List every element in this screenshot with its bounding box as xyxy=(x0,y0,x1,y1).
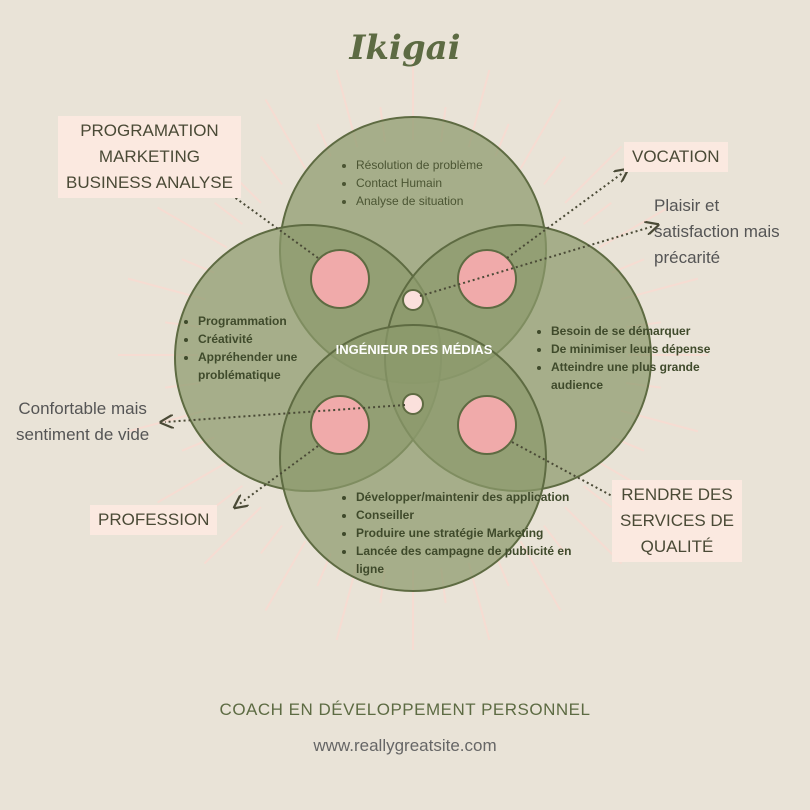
arrow-passion xyxy=(204,175,319,259)
sunburst-ray xyxy=(214,202,244,225)
sunburst-ray xyxy=(264,99,307,170)
sunburst-ray xyxy=(582,485,612,508)
list-right-circle: Besoin de se démarquer De minimiser leur… xyxy=(535,322,721,394)
intersection-dots xyxy=(310,249,517,455)
center-label: INGÉNIEUR DES MÉDIAS xyxy=(335,342,493,357)
list-top-circle: Résolution de problème Contact Humain An… xyxy=(340,156,526,210)
list-item: Produire une stratégie Marketing xyxy=(356,524,596,542)
tag-mission-line-3: QUALITÉ xyxy=(640,537,714,556)
tag-passion: PROGRAMATION MARKETING BUSINESS ANALYSE xyxy=(58,116,241,198)
dot-small-bottom xyxy=(402,393,424,415)
list-item: Programmation xyxy=(198,312,328,330)
dot-passion xyxy=(310,249,370,309)
note-profession-line-1: Confortable mais xyxy=(18,399,147,418)
list-left-circle: Programmation Créativité Appréhender une… xyxy=(182,312,328,384)
arrow-profession xyxy=(238,445,319,505)
sunburst-ray xyxy=(157,461,228,504)
tag-passion-line-3: BUSINESS ANALYSE xyxy=(66,173,233,192)
sunburst-ray xyxy=(264,540,307,611)
sunburst-ray xyxy=(543,156,566,186)
list-item: Résolution de problème xyxy=(356,156,526,174)
sunburst-ray xyxy=(582,202,612,225)
list-item: Appréhender une problématique xyxy=(198,348,328,384)
list-item: Besoin de se démarquer xyxy=(551,322,721,340)
list-item: Lancée des campagne de publicité en lign… xyxy=(356,542,596,578)
tag-vocation: VOCATION xyxy=(624,142,728,172)
tag-mission-line-1: RENDRE DES xyxy=(621,485,733,504)
sunburst-ray xyxy=(203,506,262,565)
arrow-mission xyxy=(511,441,625,503)
venn-circles xyxy=(174,116,652,592)
note-profession-line-2: sentiment de vide xyxy=(16,425,150,444)
sunburst-ray xyxy=(598,206,669,249)
note-vocation: Plaisir et satisfaction mais précarité xyxy=(654,193,780,271)
note-vocation-line-3: précarité xyxy=(654,248,721,267)
note-vocation-line-2: satisfaction mais xyxy=(654,222,780,241)
dot-small-top xyxy=(402,289,424,311)
arrow-vocation xyxy=(506,172,624,259)
dot-mission xyxy=(457,395,517,455)
footer-site-link[interactable]: www.reallygreatsite.com xyxy=(313,736,497,755)
sunburst-ray xyxy=(214,485,244,508)
note-vocation-line-1: Plaisir et xyxy=(654,196,720,215)
arrow-vocation-note xyxy=(419,226,654,297)
list-item: Analyse de situation xyxy=(356,192,526,210)
dot-vocation xyxy=(457,249,517,309)
sunburst-ray xyxy=(157,206,228,249)
list-item: Contact Humain xyxy=(356,174,526,192)
arrows xyxy=(165,172,654,505)
sunburst-ray xyxy=(260,156,283,186)
footer-coach: COACH EN DÉVELOPPEMENT PERSONNEL xyxy=(219,700,591,719)
sunburst-ray xyxy=(543,524,566,554)
arrow-profession-note xyxy=(165,404,406,422)
dot-profession xyxy=(310,395,370,455)
sunburst-ray xyxy=(564,145,623,204)
tag-mission: RENDRE DES SERVICES DE QUALITÉ xyxy=(612,480,743,562)
circle-bottom xyxy=(279,324,547,592)
list-item: Développer/maintenir des application xyxy=(356,488,596,506)
tag-mission-line-2: SERVICES DE xyxy=(620,511,735,530)
tag-passion-line-1: PROGRAMATION xyxy=(80,121,219,140)
tag-profession: PROFESSION xyxy=(90,505,218,535)
page-title: Ikigai xyxy=(349,28,461,68)
list-item: Atteindre une plus grande audience xyxy=(551,358,721,394)
note-profession: Confortable mais sentiment de vide xyxy=(16,396,149,448)
sunburst-ray xyxy=(519,540,562,611)
sunburst-ray xyxy=(519,99,562,170)
tag-passion-line-2: MARKETING xyxy=(98,147,200,166)
list-item: De minimiser leurs dépense xyxy=(551,340,721,358)
list-item: Créativité xyxy=(198,330,328,348)
list-item: Conseiller xyxy=(356,506,596,524)
sunburst-ray xyxy=(260,524,283,554)
list-bottom-circle: Développer/maintenir des application Con… xyxy=(340,488,596,578)
